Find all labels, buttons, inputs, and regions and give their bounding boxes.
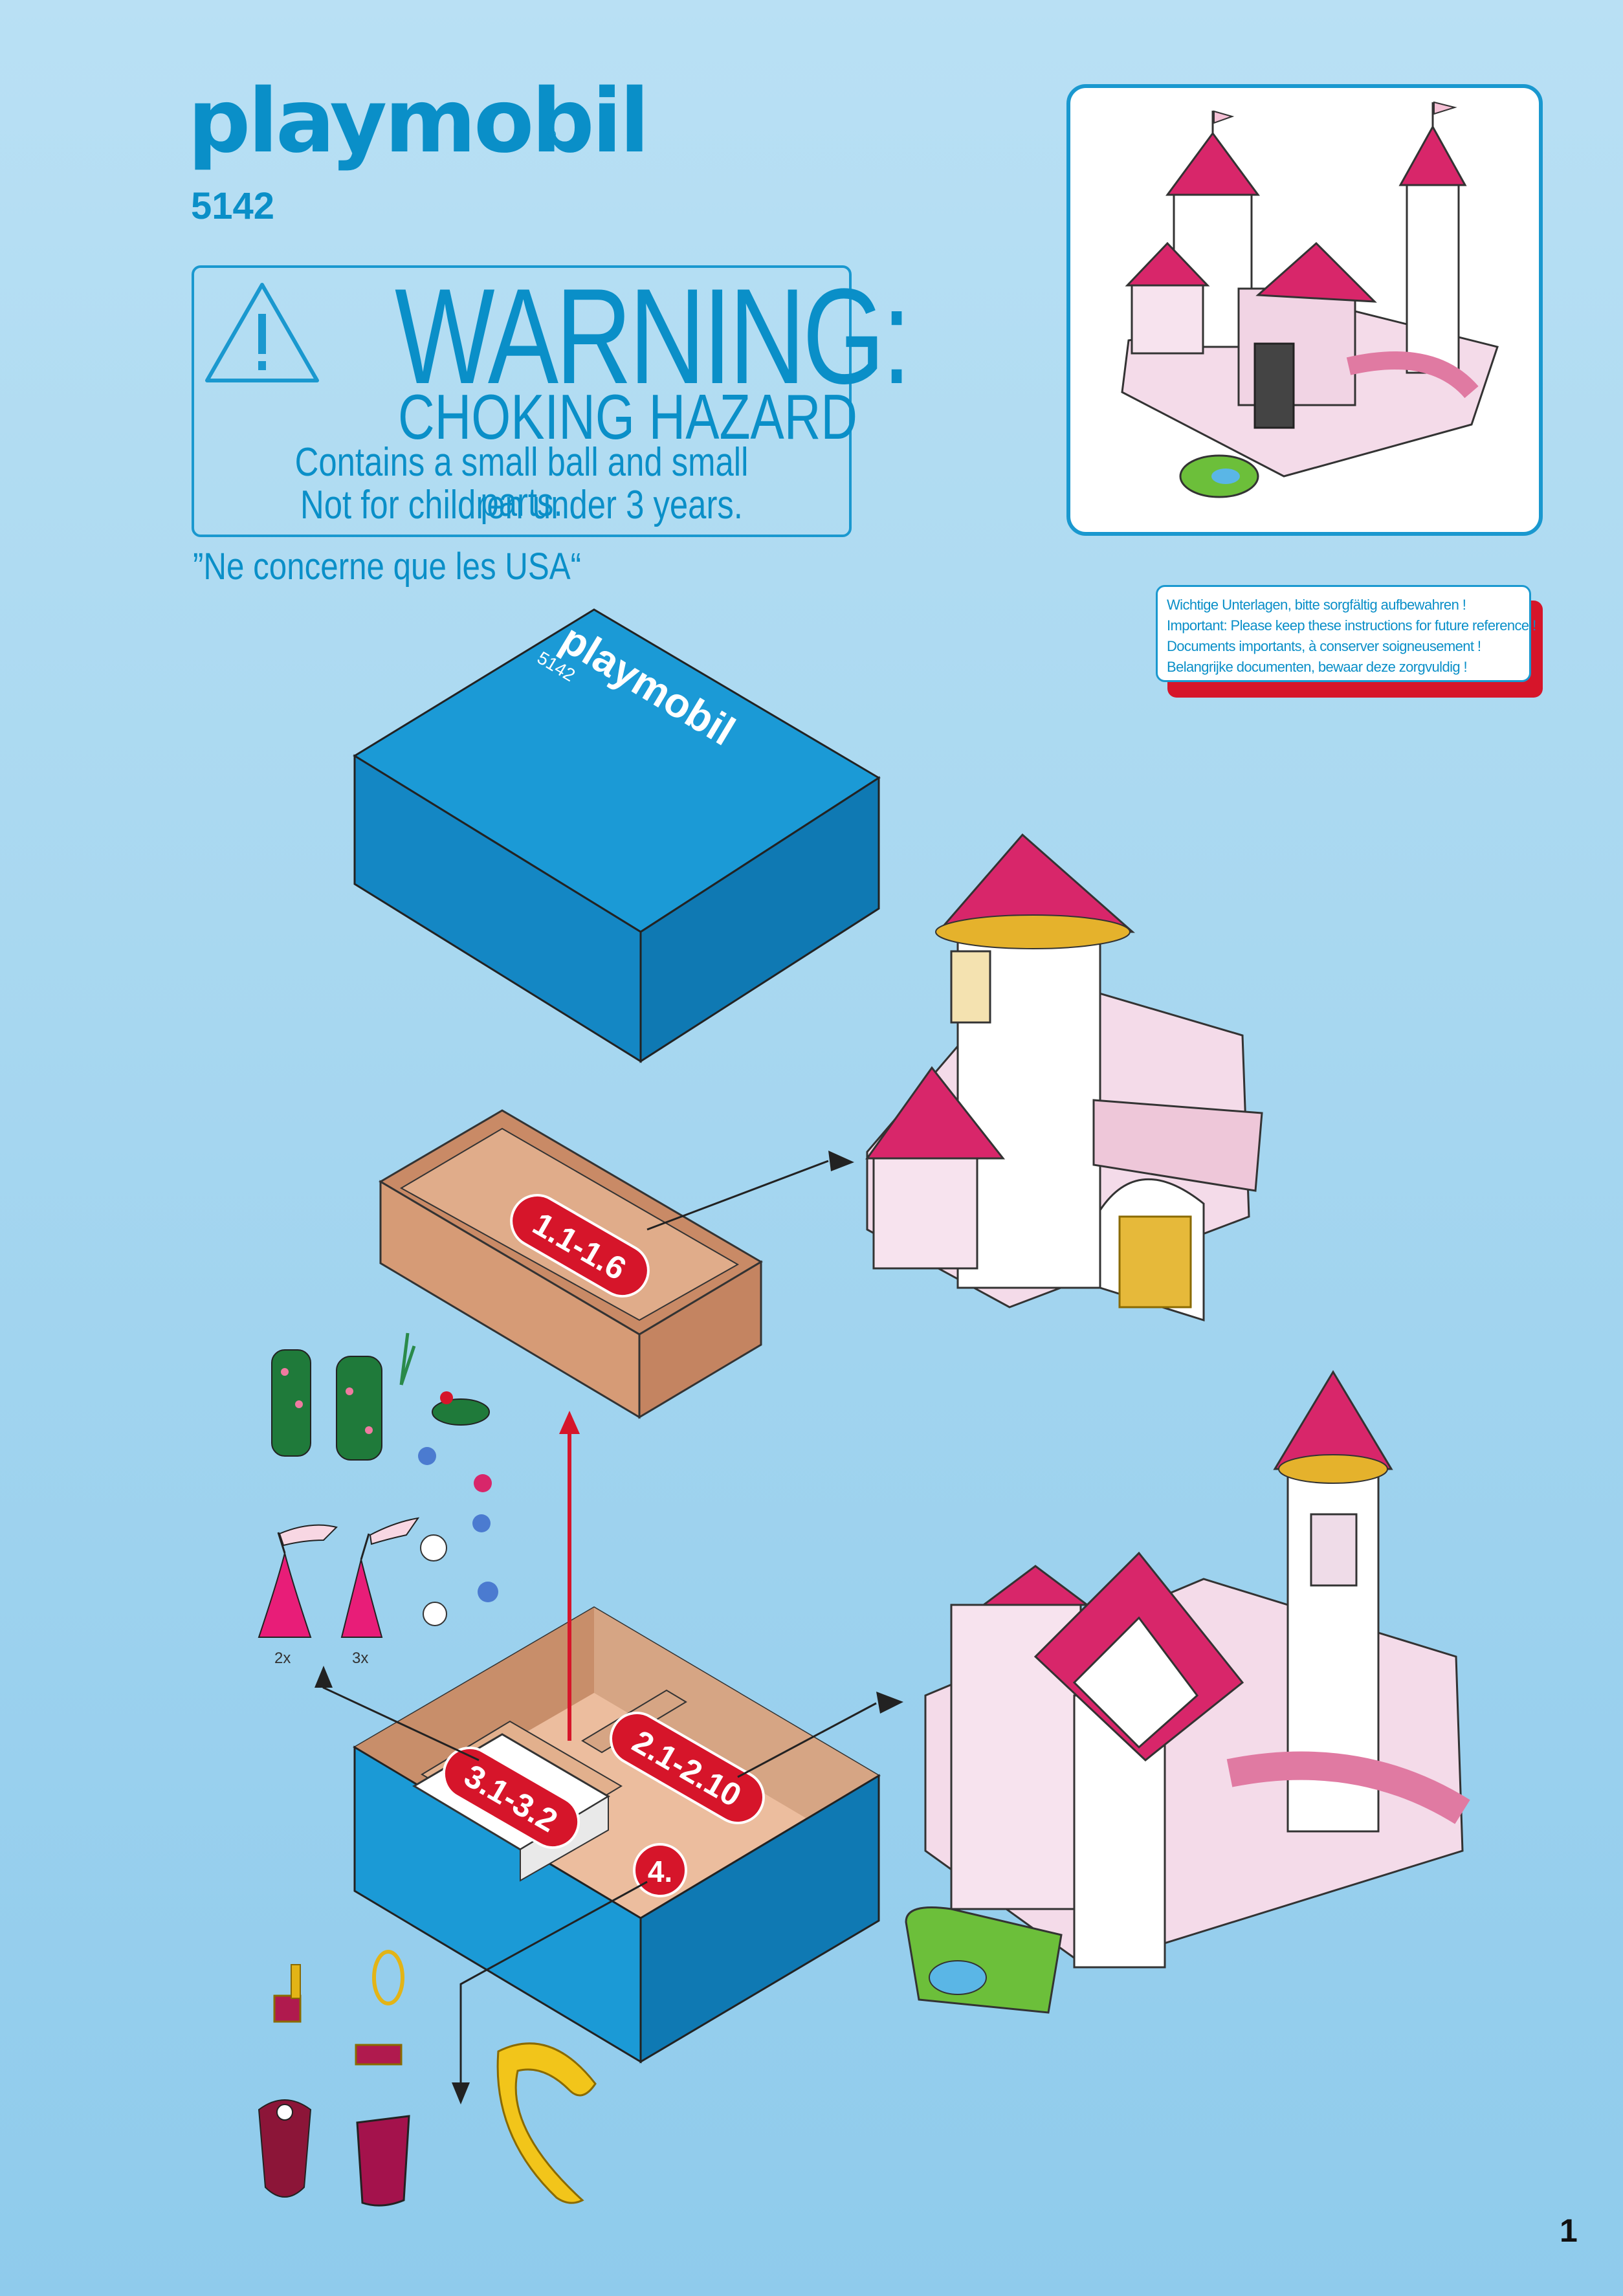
registered-mark: ®	[547, 128, 557, 141]
warning-title: WARNING:	[395, 260, 911, 412]
quantity-flag-a: 2x	[274, 1650, 291, 1667]
playmobil-logo: playmobil	[188, 71, 650, 173]
arrow-to-accessories	[452, 1881, 648, 2104]
plant-parts	[271, 1332, 498, 1626]
accessory-parts	[258, 1950, 597, 2207]
bottom-box	[353, 1606, 881, 2064]
notice-line-en: Important: Please keep these instruction…	[1167, 617, 1536, 634]
page-number: 1	[1560, 2213, 1578, 2249]
castle-preview-illustration	[1121, 101, 1499, 498]
keep-instructions-notice: Wichtige Unterlagen, bitte sorgfältig au…	[1156, 585, 1536, 682]
warning-subtitle: CHOKING HAZARD	[398, 381, 858, 452]
step-badge-small: 4.	[633, 1843, 687, 1897]
warning-triangle-icon	[205, 283, 319, 382]
arrow-to-castle-part-1	[646, 1151, 854, 1231]
castle-part-1	[865, 833, 1263, 1322]
notice-line-fr: Documents importants, à conserver soigne…	[1167, 638, 1481, 654]
arrow-to-flag-parts	[315, 1666, 480, 1761]
red-up-arrow	[559, 1411, 580, 1741]
step-label-small: 4.	[648, 1855, 672, 1888]
finished-model-preview	[1066, 84, 1543, 536]
warning-line-2: Not for children under 3 years.	[300, 483, 743, 527]
box-lid: playmobil 5142	[353, 608, 881, 1063]
castle-part-2	[905, 1370, 1470, 2014]
notice-line-de: Wichtige Unterlagen, bitte sorgfältig au…	[1167, 597, 1466, 613]
warning-box	[192, 265, 852, 537]
set-number: 5142	[191, 185, 275, 227]
arrow-to-castle-part-2	[737, 1692, 903, 1778]
warning-line-1: Contains a small ball and small parts.	[294, 440, 749, 525]
quantity-flag-b: 3x	[352, 1650, 368, 1667]
usa-note: ”Ne concerne que les USA“	[193, 546, 582, 588]
flag-tower-parts	[258, 1517, 420, 1638]
notice-line-nl: Belangrijke documenten, bewaar deze zorg…	[1167, 659, 1468, 675]
